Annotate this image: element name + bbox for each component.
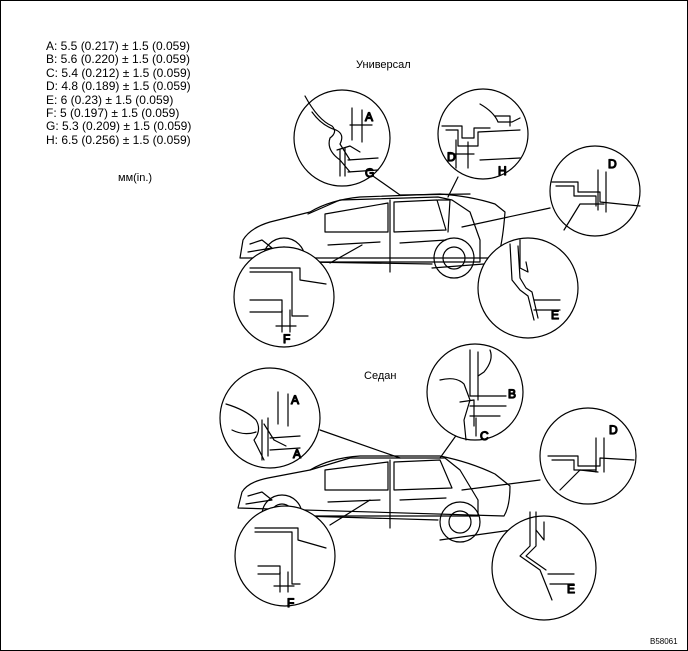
callout-e-sedan: E	[567, 582, 575, 596]
callout-a: A	[365, 110, 373, 124]
wagon-detail-dh: D H	[437, 88, 529, 180]
unit-label: мм(in.)	[118, 172, 153, 184]
spec-g: G: 5.3 (0.209) ± 1.5 (0.059)	[46, 119, 192, 134]
wagon-detail-e: E	[477, 237, 579, 339]
sedan-detail-bc: B C	[426, 343, 524, 444]
callout-d-right: D	[608, 157, 617, 171]
spec-h: H: 6.5 (0.256) ± 1.5 (0.059)	[46, 132, 191, 147]
wagon-title: Универсал	[356, 59, 411, 71]
spec-list: A: 5.5 (0.217) ± 1.5 (0.059) B: 5.6 (0.2…	[46, 39, 192, 147]
sedan-detail-d: D	[539, 407, 637, 505]
sedan-detail-aa: A A	[219, 367, 321, 469]
callout-f-sedan: F	[287, 596, 294, 610]
sedan-title: Седан	[364, 370, 397, 382]
figure-reference: B58061	[650, 637, 678, 646]
spec-d: D: 4.8 (0.189) ± 1.5 (0.059)	[46, 79, 191, 94]
sedan-detail-e: E	[491, 511, 597, 621]
sedan-detail-f: F	[234, 505, 336, 611]
callout-a-top: A	[291, 393, 299, 407]
callout-a-bottom: A	[293, 447, 301, 461]
wagon-detail-d-right: D	[549, 145, 641, 237]
callout-g: G	[365, 166, 374, 180]
wagon-detail-ag: A G	[293, 89, 391, 187]
spec-f: F: 5 (0.197) ± 1.5 (0.059)	[46, 106, 180, 121]
spec-c: C: 5.4 (0.212) ± 1.5 (0.059)	[46, 65, 191, 80]
spec-e: E: 6 (0.23) ± 1.5 (0.059)	[46, 92, 174, 107]
callout-f: F	[283, 332, 290, 346]
callout-c: C	[480, 429, 489, 443]
wagon-detail-f: F	[233, 246, 335, 348]
callout-d-sedan: D	[609, 423, 618, 437]
sedan-leaders	[319, 429, 541, 541]
spec-a: A: 5.5 (0.217) ± 1.5 (0.059)	[46, 39, 190, 53]
sedan-car	[237, 455, 511, 543]
callout-b: B	[508, 387, 516, 401]
callout-h: H	[498, 164, 507, 178]
callout-e: E	[551, 308, 559, 322]
callout-d: D	[447, 150, 456, 164]
spec-b: B: 5.6 (0.220) ± 1.5 (0.059)	[46, 52, 190, 67]
